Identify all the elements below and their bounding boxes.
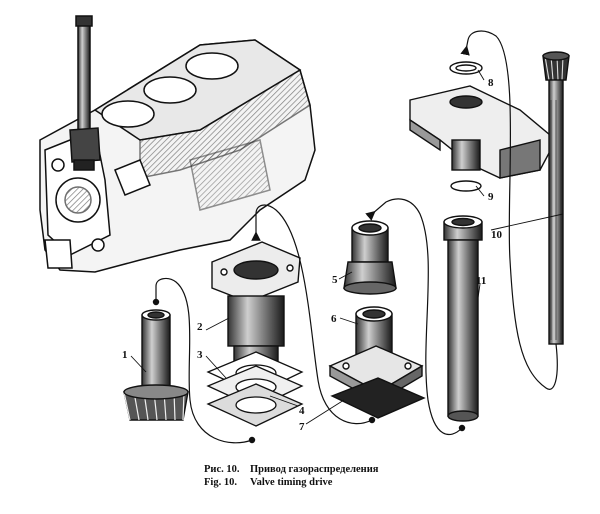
caption-en-prefix: Fig. 10. [204,477,237,488]
part-8-9-bracket [409,61,557,192]
callout-6: 6 [331,313,337,325]
part-10-shaft [542,51,570,345]
callout-2: 2 [197,321,203,333]
callout-1: 1 [122,349,128,361]
callout-4: 4 [299,405,305,417]
caption-en-title: Valve timing drive [250,477,333,488]
arrow-path-2 [251,204,373,425]
leader-lines [130,69,564,425]
callout-3: 3 [197,349,203,361]
part-1-gear-shaft [123,309,189,421]
part-6-7-support [328,306,426,419]
callout-7: 7 [299,421,305,433]
arrow-path-4 [460,30,558,390]
part-3-4-gaskets [206,351,304,427]
part-2-drive-housing [211,241,301,371]
engine-block [39,15,316,273]
callout-10: 10 [491,229,503,241]
callout-8: 8 [488,77,494,89]
assembly-arrows [152,30,558,444]
caption-ru-title: Привод газораспределения [250,464,379,475]
arrow-path-1 [155,277,253,444]
callout-11: 11 [476,275,486,287]
callout-9: 9 [488,191,494,203]
part-5-bushing [343,220,397,295]
callout-numbers: 1 2 3 4 5 6 7 8 9 10 11 [122,77,503,433]
callout-5: 5 [332,274,338,286]
caption-russian: Рис. 10. Привод газораспределения [204,464,504,475]
caption-english: Fig. 10. Valve timing drive [204,477,504,488]
arrow-path-3 [365,198,463,436]
caption-ru-prefix: Рис. 10. [204,464,240,475]
part-11-tube [443,215,483,422]
